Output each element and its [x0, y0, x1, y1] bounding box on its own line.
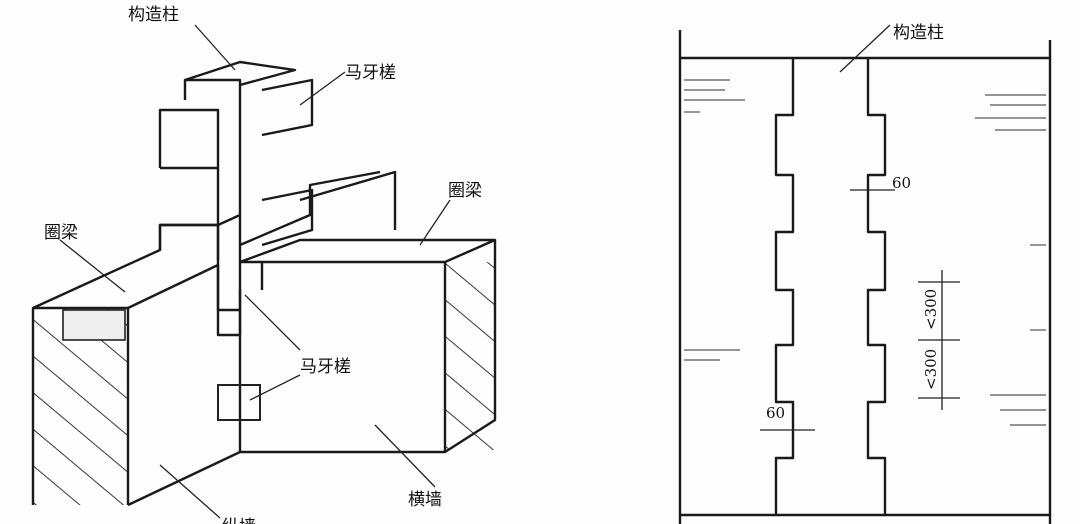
column-block-mid	[158, 108, 220, 170]
label-toothed-mid: 马牙槎	[300, 357, 351, 377]
label-ring-beam-right: 圈梁	[448, 181, 482, 201]
leader-column-right	[839, 24, 891, 73]
cross-wall-end-face	[445, 262, 495, 450]
dim-top-value: 60	[892, 174, 911, 192]
spacing-value-2: <300	[922, 349, 940, 390]
leader-long-wall	[159, 464, 221, 519]
cross-wall-top	[239, 238, 497, 264]
isometric-view: 构造柱 马牙槎 圈梁 圈梁 马牙槎 横墙 纵墙	[31, 5, 497, 524]
column-edge	[183, 78, 242, 452]
leader-ring-beam-right	[419, 199, 451, 246]
leader-ring-beam-left	[59, 239, 126, 293]
label-cross-wall: 横墙	[408, 490, 442, 510]
column-top	[184, 60, 297, 87]
spacing-value-1: <300	[922, 289, 940, 330]
ring-beam-section	[62, 309, 126, 341]
label-column-right: 构造柱	[893, 23, 944, 43]
long-wall-back	[299, 170, 397, 230]
long-wall-top-right-edge	[127, 263, 242, 337]
leader-cross-wall	[374, 424, 436, 488]
label-long-wall: 纵墙	[222, 517, 256, 524]
leader-toothed-mid-1	[244, 294, 301, 351]
brick-texture-marks	[684, 79, 1046, 426]
column-left-toothed-edge	[774, 58, 795, 515]
toothed-notch	[217, 384, 261, 421]
column-block-low	[158, 223, 220, 260]
toothed-block-top	[261, 78, 314, 137]
ring-beam-back	[239, 170, 381, 247]
leader-toothed-top	[299, 71, 346, 106]
elevation-view: 构造柱 60 60 <300 <300	[678, 23, 1052, 524]
column-front-groove	[216, 168, 240, 312]
column-right-toothed-edge	[866, 58, 887, 515]
long-wall-end-outline	[31, 306, 130, 505]
dim-bottom-value: 60	[766, 404, 785, 422]
cross-wall-end	[443, 240, 497, 454]
toothed-block-low	[261, 188, 314, 247]
label-column: 构造柱	[128, 5, 179, 25]
label-toothed-top: 马牙槎	[345, 63, 396, 83]
long-wall-end-face	[33, 308, 128, 505]
label-ring-beam-left: 圈梁	[44, 223, 78, 243]
leader-column	[194, 24, 236, 71]
leader-toothed-mid-2	[249, 374, 301, 401]
